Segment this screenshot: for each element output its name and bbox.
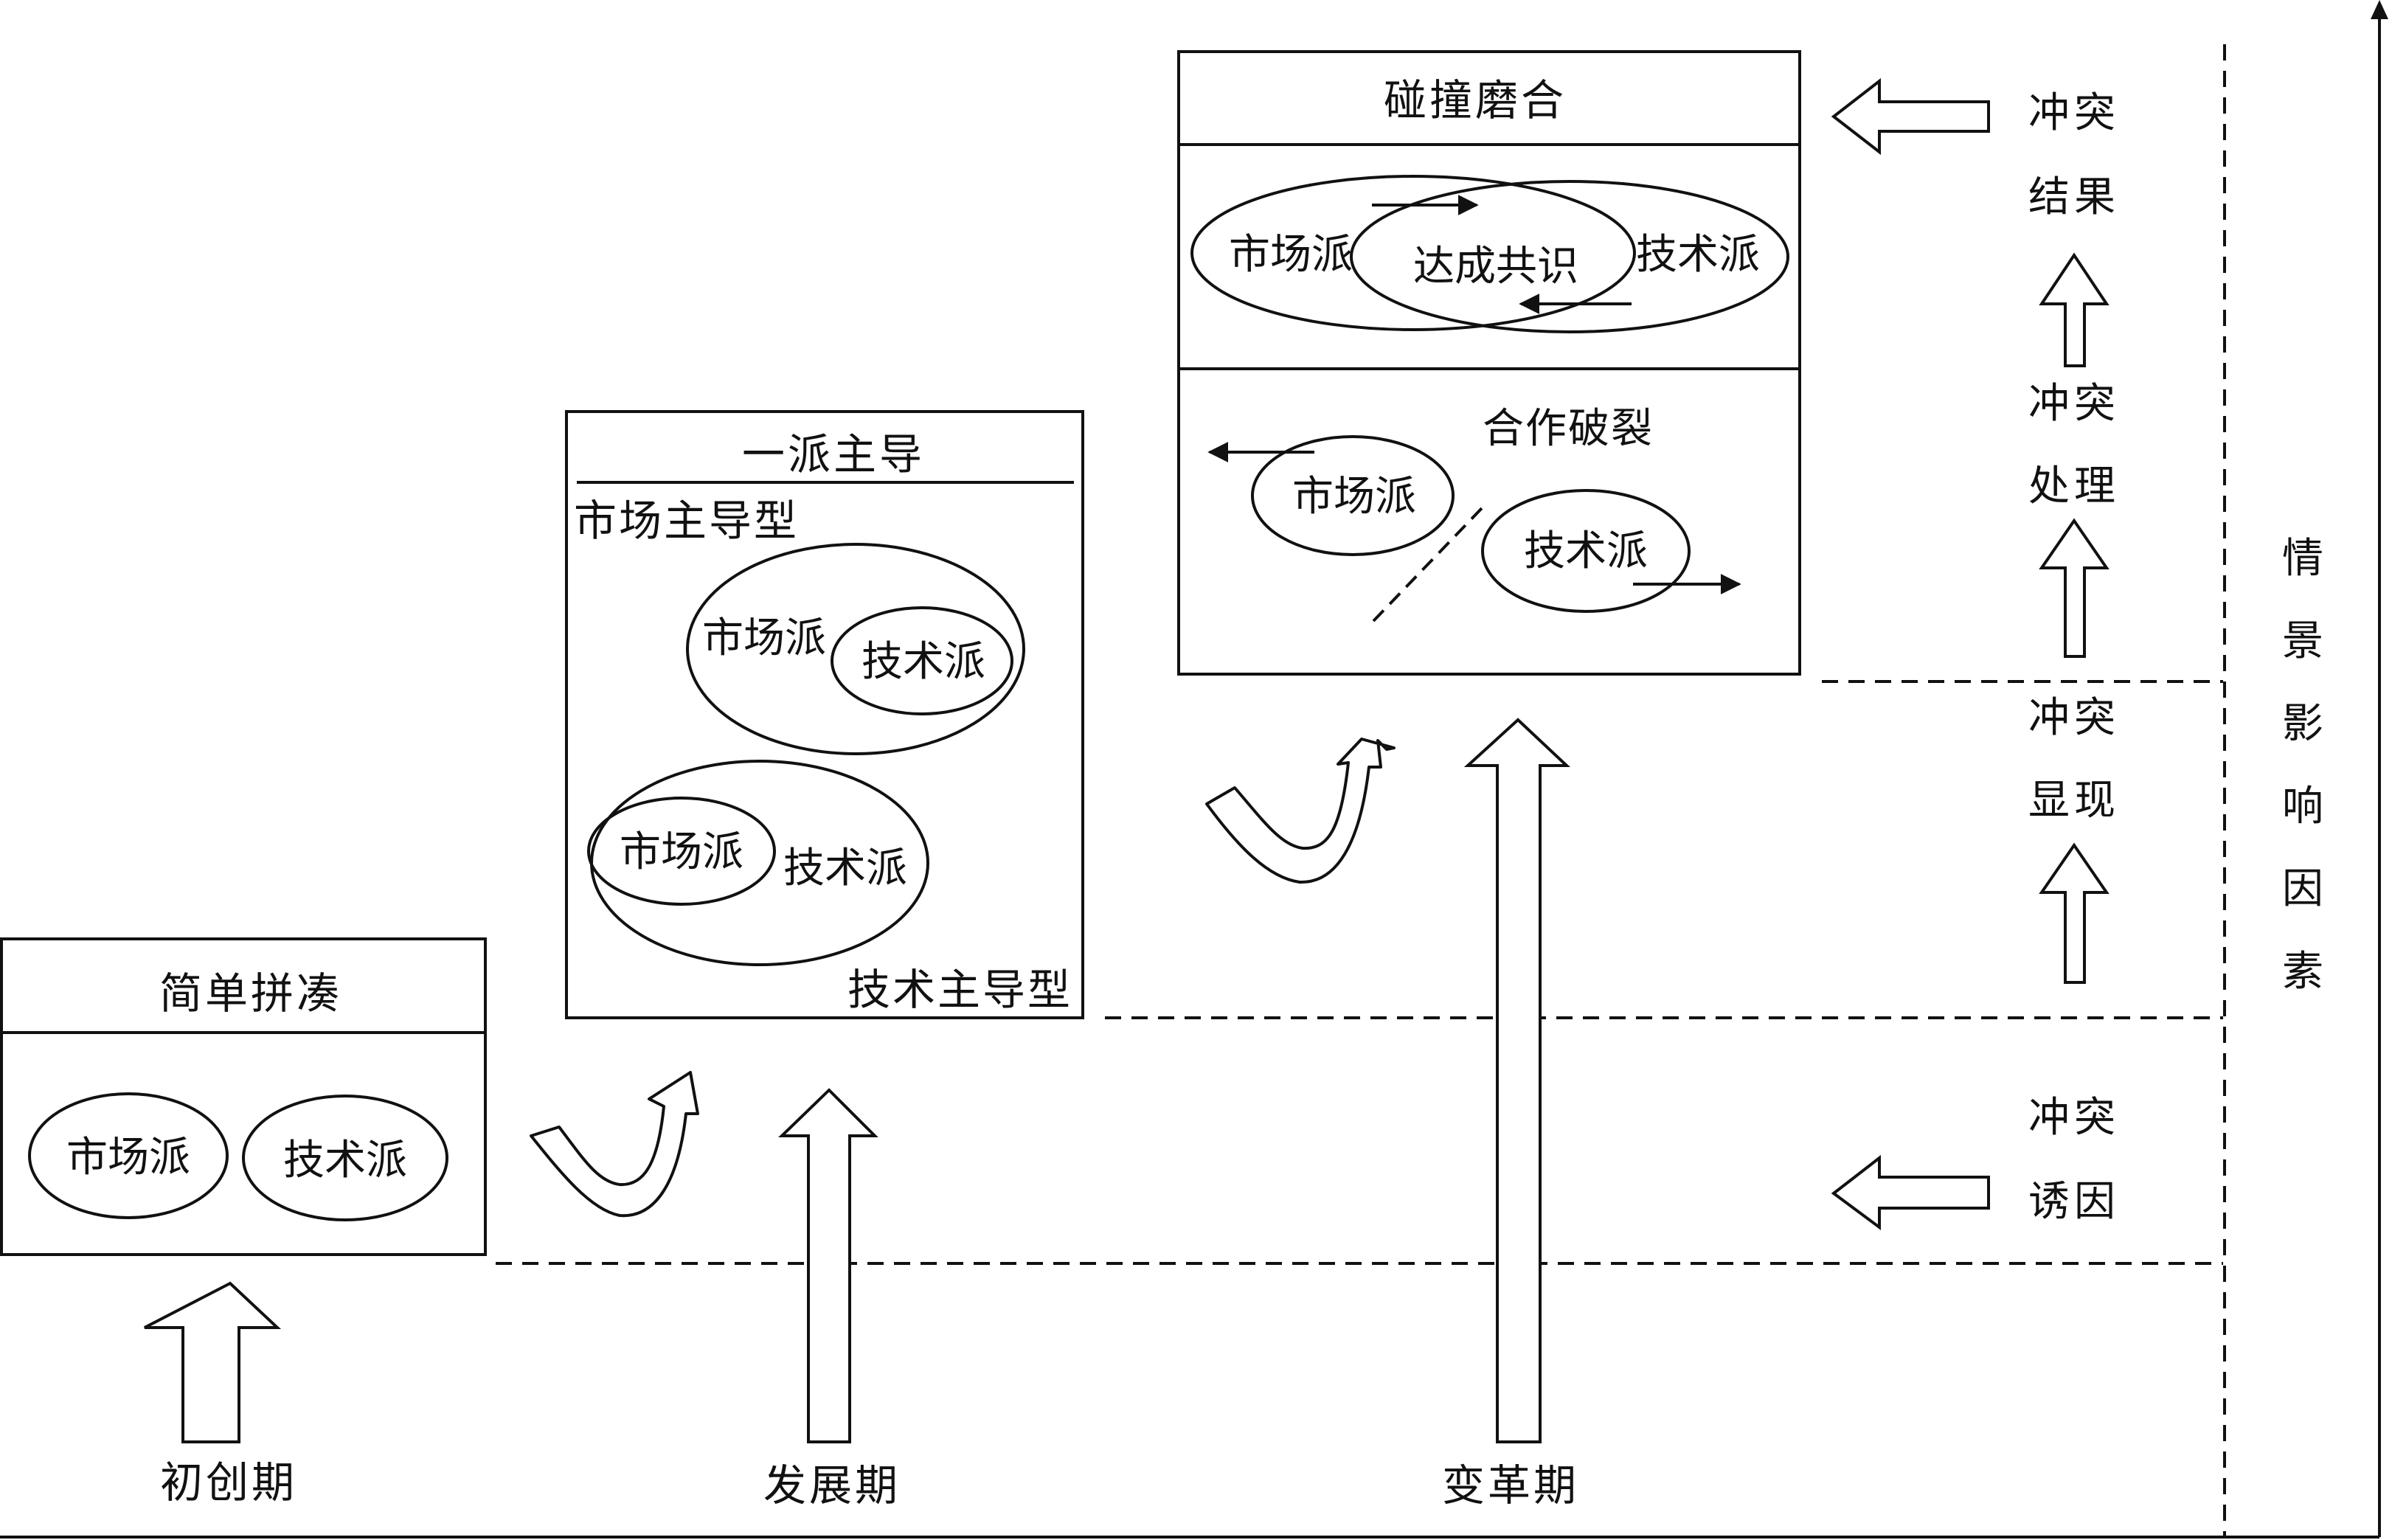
breakup-dashed-line [1372, 506, 1484, 622]
market-led-inner-label: 技术派 [862, 638, 985, 686]
curved-transition-arrow-2 [1205, 738, 1396, 884]
conflict-emergence-line2: 显现 [2028, 777, 2120, 825]
context-factor-char-5: 因 [2282, 865, 2323, 913]
consensus-market-ellipse [1190, 175, 1636, 331]
consensus-middle-label: 达成共识 [1413, 243, 1578, 291]
context-factor-char-6: 素 [2282, 948, 2323, 996]
conflict-result-line1: 冲突 [2028, 89, 2120, 137]
breakup-label: 合作破裂 [1483, 405, 1654, 453]
process-up-arrow-1 [2039, 842, 2110, 984]
stage-simple-tech-ellipse [242, 1095, 448, 1221]
stage-collision-box: 碰撞磨合 市场派 达成共识 技术派 合作破裂 市场派 技术派 [1177, 50, 1801, 676]
y-axis-arrowhead [2371, 0, 2388, 19]
context-factor-char-1: 情 [2282, 535, 2323, 583]
conflict-result-line2: 结果 [2028, 173, 2120, 221]
conflict-handling-line2: 处理 [2028, 462, 2120, 510]
breakup-market-ellipse [1251, 435, 1455, 556]
context-factor-char-4: 响 [2282, 783, 2323, 830]
stage-simple-title: 简单拼凑 [159, 968, 342, 1019]
tech-led-outer-label: 技术派 [783, 844, 907, 892]
stage-simple-frame [0, 937, 487, 1256]
stage-simple-box: 简单拼凑 市场派 技术派 [0, 937, 487, 1256]
development-stage-up-arrow [778, 1088, 878, 1443]
stage-label-initial: 初创期 [160, 1457, 297, 1508]
context-factor-char-3: 影 [2282, 700, 2323, 748]
breakup-market-label: 市场派 [1292, 473, 1416, 521]
market-led-inner-ellipse [831, 606, 1013, 715]
conflict-emergence-line1: 冲突 [2028, 694, 2120, 742]
stage-label-transformation: 变革期 [1442, 1460, 1579, 1510]
curved-transition-arrow-1 [530, 1071, 699, 1218]
conflict-cause-line1: 冲突 [2028, 1094, 2120, 1142]
stage-simple-tech-label: 技术派 [283, 1137, 407, 1185]
conflict-process-column: 冲突 结果 冲突 处理 冲突 显现 冲突 诱因 [1831, 77, 2120, 1230]
breakup-tech-label: 技术派 [1524, 527, 1648, 575]
breakup-tech-ellipse [1481, 489, 1691, 613]
transformation-stage-up-arrow [1463, 718, 1571, 1443]
market-led-outer-ellipse [686, 543, 1025, 755]
context-factor-char-2: 景 [2282, 617, 2323, 665]
context-factors-label: 情 景 影 响 因 素 [2282, 535, 2323, 996]
tech-led-type-label: 技术主导型 [847, 965, 1072, 1015]
consensus-tech-label: 技术派 [1636, 231, 1760, 279]
stage-label-development: 发展期 [763, 1460, 901, 1510]
conflict-handling-line1: 冲突 [2028, 380, 2120, 428]
market-led-outer-label: 市场派 [702, 614, 826, 662]
level-lines [496, 44, 2226, 1537]
consensus-tech-ellipse [1350, 180, 1789, 333]
cause-left-arrow [1831, 1154, 1990, 1230]
stage-simple-market-label: 市场派 [66, 1134, 190, 1182]
result-left-arrow [1831, 77, 1990, 156]
initial-stage-up-arrow [144, 1281, 282, 1443]
stage-collision-title: 碰撞磨合 [1384, 75, 1567, 125]
process-up-arrow-3 [2039, 252, 2110, 367]
conflict-cause-line2: 诱因 [2028, 1178, 2120, 1226]
tech-led-inner-ellipse [587, 797, 776, 906]
tech-led-inner-label: 市场派 [620, 828, 743, 876]
consensus-market-label: 市场派 [1229, 231, 1353, 279]
stage-dominant-frame [565, 410, 1084, 1019]
stage-simple-market-ellipse [28, 1092, 229, 1219]
market-led-type-label: 市场主导型 [574, 496, 799, 546]
process-up-arrow-2 [2039, 518, 2110, 658]
stage-dominant-title: 一派主导 [742, 429, 925, 479]
stage-dominant-box: 一派主导 市场主导型 市场派 技术派 市场派 技术派 技术主导型 [565, 410, 1084, 1019]
